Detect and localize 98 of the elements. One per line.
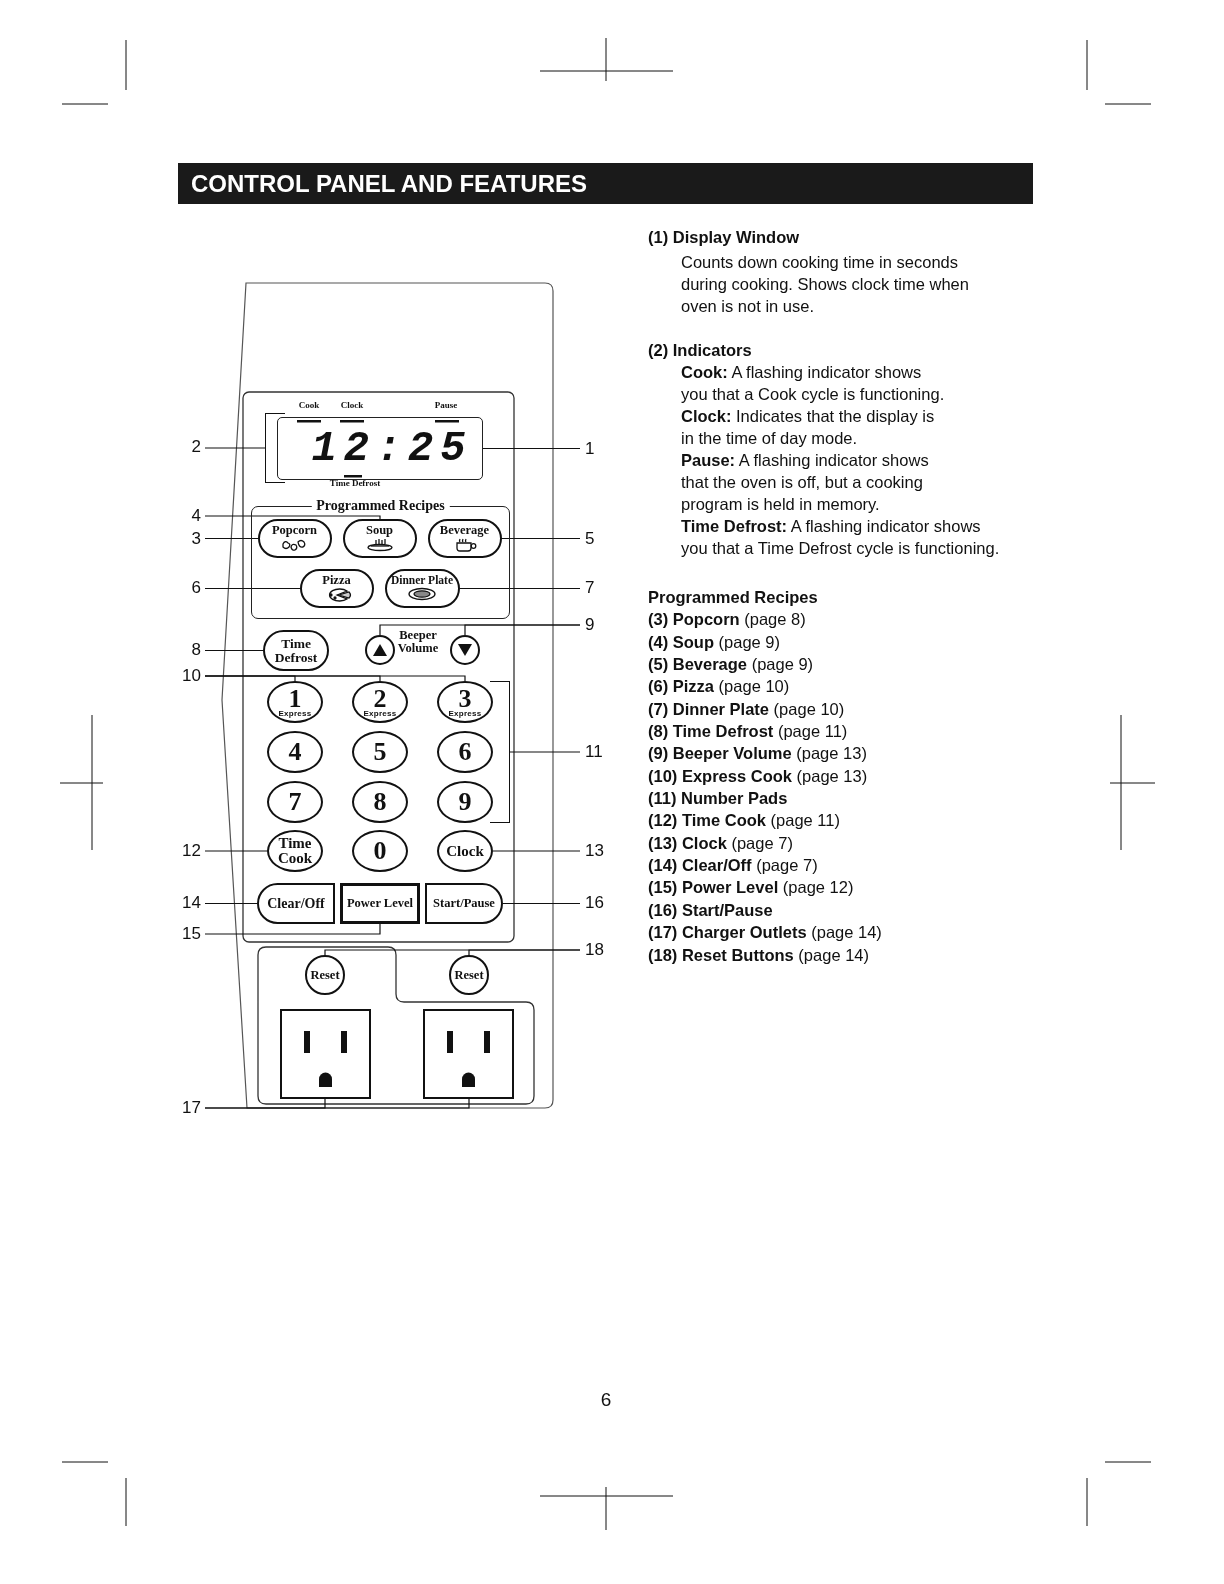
reset-button: Reset xyxy=(305,955,345,995)
list-item: (4) Soup (page 9) xyxy=(648,631,781,653)
callout-number: 10 xyxy=(170,665,205,687)
indicator-label: Time Defrost xyxy=(328,478,382,489)
leader-line xyxy=(204,923,381,935)
leader-line xyxy=(204,537,259,540)
leader-line xyxy=(468,949,581,956)
list-item: (7) Dinner Plate (page 10) xyxy=(648,698,845,720)
recipe-button: Dinner Plate xyxy=(384,568,460,608)
callout-number: 15 xyxy=(170,923,205,945)
bracket xyxy=(265,413,285,483)
list-item: (5) Beverage (page 9) xyxy=(648,654,814,676)
number-key: 1 Express xyxy=(267,681,323,723)
callout-number: 1 xyxy=(580,438,614,460)
indicator-label: Clock xyxy=(339,400,365,411)
panel-heading: Programmed Recipes xyxy=(311,497,450,515)
number-key: 9 xyxy=(437,781,493,823)
list-item: (15) Power Level (page 12) xyxy=(648,877,854,899)
leader-line xyxy=(204,447,266,449)
list-item: (13) Clock (page 7) xyxy=(648,832,793,854)
up-arrow-button xyxy=(365,635,395,665)
number-key: 4 xyxy=(267,731,323,773)
callout-number: 4 xyxy=(170,505,205,527)
callout-number: 3 xyxy=(170,528,205,550)
callout-number: 16 xyxy=(580,892,614,914)
reset-button: Reset xyxy=(449,955,489,995)
leader-line xyxy=(464,624,581,636)
indicator-label: Cook xyxy=(297,400,321,411)
description-text: Pause: A flashing indicator shows that the oven is off, but a cooking program is held in memory. xyxy=(681,450,930,515)
callout-number: 2 xyxy=(170,436,205,458)
list-item: (8) Time Defrost (page 11) xyxy=(648,721,848,743)
number-key: 8 xyxy=(352,781,408,823)
indicator-label: Pause xyxy=(433,400,459,411)
callout-number: 8 xyxy=(170,639,205,661)
recipe-button: Pizza xyxy=(299,568,374,608)
callout-number: 6 xyxy=(170,577,205,599)
list-item: (12) Time Cook (page 11) xyxy=(648,810,840,832)
leader-line xyxy=(492,850,581,852)
callout-number: 18 xyxy=(580,939,614,961)
callout-number: 12 xyxy=(170,840,205,862)
callout-number: 17 xyxy=(170,1097,205,1119)
leader-line xyxy=(204,1098,470,1109)
callout-number: 5 xyxy=(580,528,614,550)
down-arrow-button xyxy=(450,635,480,665)
leader-line xyxy=(204,649,264,652)
description-text: Cook: A flashing indicator shows you that a Cook cycle is functioning. xyxy=(681,362,946,405)
title-bar: CONTROL PANEL AND FEATURES xyxy=(178,163,1033,204)
leader-line xyxy=(204,587,301,590)
power-level-button: Power Level xyxy=(340,883,420,924)
leader-line xyxy=(204,515,381,520)
list-item: (14) Clear/Off (page 7) xyxy=(648,855,818,877)
list-item: (6) Pizza (page 10) xyxy=(648,676,790,698)
volume-label: Beeper Volume xyxy=(396,629,440,654)
number-key: 6 xyxy=(437,731,493,773)
power-outlet xyxy=(423,1009,514,1099)
recipe-button: Beverage xyxy=(427,518,502,558)
section-heading: Programmed Recipes xyxy=(648,587,818,608)
clear-off-button: Clear/Off xyxy=(257,883,335,924)
list-item: (10) Express Cook (page 13) xyxy=(648,765,868,787)
list-item: (17) Charger Outlets (page 14) xyxy=(648,922,882,944)
list-item: (9) Beeper Volume (page 13) xyxy=(648,743,867,765)
list-item: (11) Number Pads xyxy=(648,788,788,810)
bracket xyxy=(490,681,510,823)
callout-number: 13 xyxy=(580,840,614,862)
time-defrost-button: Time Defrost xyxy=(263,630,329,671)
callout-number: 11 xyxy=(580,741,614,763)
number-key: 5 xyxy=(352,731,408,773)
number-key: 3 Express xyxy=(437,681,493,723)
description-text: Clock: Indicates that the display is in the time of day mode. xyxy=(681,406,936,449)
callout-number: 14 xyxy=(170,892,205,914)
callout-number: 7 xyxy=(580,577,614,599)
list-item: (3) Popcorn (page 8) xyxy=(648,609,806,631)
list-item: (16) Start/Pause xyxy=(648,899,773,921)
leader-line xyxy=(459,587,581,590)
leader-line xyxy=(204,902,258,905)
leader-line xyxy=(482,447,581,450)
callout-number: 9 xyxy=(580,614,614,636)
power-outlet xyxy=(280,1009,371,1099)
recipe-button: Popcorn xyxy=(257,518,332,558)
number-key: 0 xyxy=(352,830,408,872)
clock-button: Clock xyxy=(437,830,493,872)
leader-line xyxy=(502,902,581,905)
recipe-button: Soup xyxy=(342,518,417,558)
display-window: 12:25 xyxy=(277,417,483,480)
description-text: Time Defrost: A flashing indicator shows you that a Time Defrost cycle is functioning. xyxy=(681,516,1001,559)
number-key: 2 Express xyxy=(352,681,408,723)
section-heading: (1) Display Window xyxy=(648,227,800,248)
leader-line xyxy=(509,751,581,753)
leader-line xyxy=(501,537,581,540)
number-key: 7 xyxy=(267,781,323,823)
section-heading: (2) Indicators xyxy=(648,340,752,361)
time-cook-button: Time Cook xyxy=(267,830,323,872)
start-pause-button: Start/Pause xyxy=(425,883,503,924)
leader-line xyxy=(204,850,268,852)
description-text: Counts down cooking time in seconds during cooking. Shows clock time when oven is not in use. xyxy=(681,252,970,317)
leader-line xyxy=(204,675,466,682)
page-number: 6 xyxy=(599,1389,613,1411)
list-item: (18) Reset Buttons (page 14) xyxy=(648,944,869,966)
